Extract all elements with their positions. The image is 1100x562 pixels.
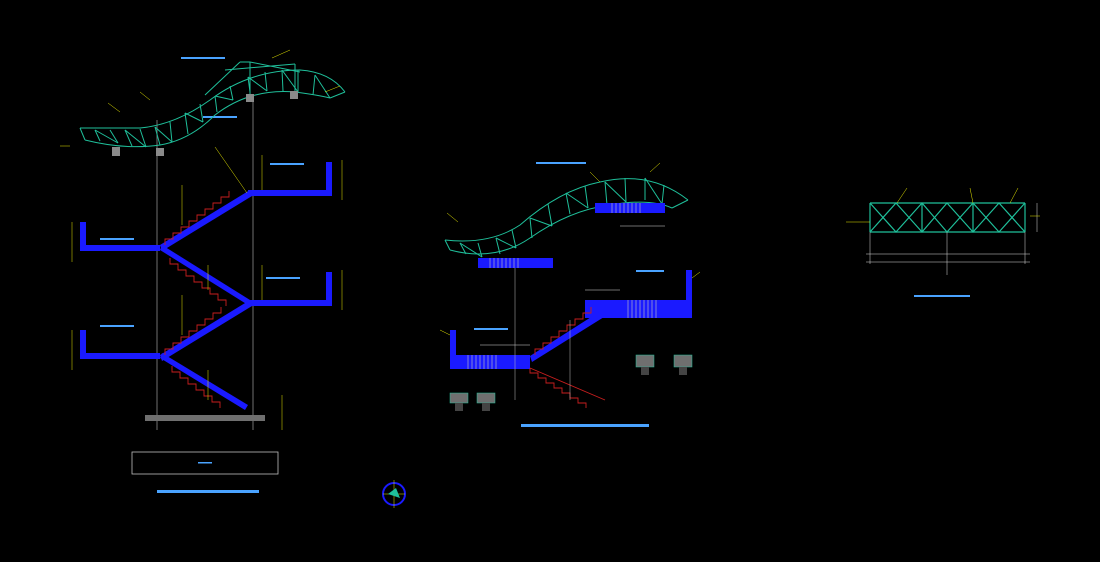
landing-slab: [450, 330, 456, 369]
section-detail: [439, 162, 701, 427]
truss-elevation: [846, 187, 1040, 297]
view-title-bar: [914, 295, 970, 297]
section-title-bar: [270, 163, 304, 165]
leader-lines: [846, 187, 1040, 223]
dimension-chains: [480, 225, 665, 346]
landing-slab: [595, 203, 665, 213]
leader-lines: [60, 49, 341, 194]
landing-slab: [585, 300, 690, 318]
truss-support: [156, 148, 164, 156]
leader-lines: [439, 162, 701, 336]
landing-slab: [450, 355, 530, 369]
truss-support: [112, 147, 120, 156]
rebar-hatch: [489, 258, 519, 268]
footing-details: [449, 354, 693, 411]
truss-support: [246, 94, 254, 102]
section-title-bar: [474, 328, 508, 330]
flat-truss: [869, 202, 1026, 233]
rebar-hatch: [611, 203, 641, 213]
ground-slab: [145, 415, 265, 421]
floor-slabs: [80, 162, 332, 410]
stair-slab: [530, 305, 612, 362]
dimension-chains: [866, 203, 1038, 275]
section-marker-icon: [382, 480, 406, 508]
landing-slab: [686, 270, 692, 318]
view-title-bar: [181, 57, 225, 59]
rebar-hatch: [467, 355, 497, 369]
stair-steps: [529, 307, 606, 408]
landing-slab: [478, 258, 553, 268]
section-main: [60, 49, 346, 493]
view-title-bar: [521, 424, 649, 427]
truss-support: [290, 91, 298, 99]
section-title-bar: [636, 270, 664, 272]
roof-truss: [79, 61, 346, 148]
section-title-bar: [203, 116, 237, 118]
dimension-chains: [71, 155, 343, 430]
foundation-title: [198, 462, 212, 464]
section-title-bar: [266, 277, 300, 279]
section-title-bar: [100, 325, 134, 327]
roof-truss: [444, 177, 689, 258]
rebar-hatch: [627, 300, 657, 318]
foundation: [131, 451, 279, 475]
view-title-bar: [157, 490, 259, 493]
view-title-bar: [536, 162, 586, 164]
section-title-bar: [100, 238, 134, 240]
stair-steps: [164, 191, 230, 408]
